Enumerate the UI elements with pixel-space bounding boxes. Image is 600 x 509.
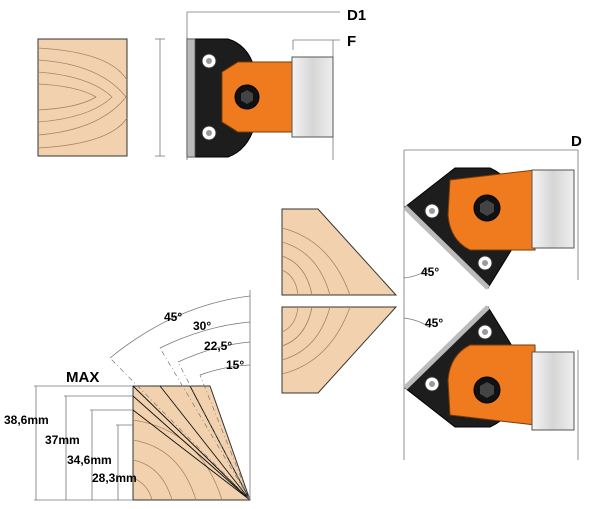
label-angle-30: 30° <box>193 319 211 333</box>
screw-icon <box>424 203 440 219</box>
label-angle-15: 15° <box>226 358 244 372</box>
label-max: MAX <box>66 369 99 386</box>
screw-icon <box>201 125 217 141</box>
center-workpiece-top <box>281 208 398 296</box>
hex-socket-icon <box>473 376 501 404</box>
screw-icon <box>477 324 493 340</box>
right-dimension <box>403 149 579 460</box>
angle-guides <box>109 290 251 501</box>
label-height-34-6: 34,6mm <box>67 453 112 467</box>
hex-socket-icon <box>234 84 260 110</box>
right-cutter-bottom <box>403 305 575 431</box>
label-angle-22-5: 22,5° <box>204 339 232 353</box>
label-height-28-3: 28,3mm <box>92 471 137 485</box>
label-angle-top: 45° <box>421 265 439 279</box>
screw-icon <box>201 53 217 69</box>
label-f: F <box>347 33 356 50</box>
right-angle-arcs <box>403 267 431 329</box>
screw-icon <box>477 255 493 271</box>
top-height-dimension <box>155 38 165 157</box>
hex-socket-icon <box>473 194 501 222</box>
height-dimensions <box>34 385 133 501</box>
right-cutter-top <box>403 167 575 290</box>
label-angle-45: 45° <box>164 310 182 324</box>
screw-icon <box>424 376 440 392</box>
top-workpiece <box>37 38 128 157</box>
center-workpiece-bottom <box>281 306 398 394</box>
top-cutter <box>186 11 340 160</box>
label-d: D <box>571 133 582 150</box>
label-d1: D1 <box>347 7 366 24</box>
label-angle-bottom: 45° <box>425 316 443 330</box>
label-height-37: 37mm <box>45 433 80 447</box>
label-height-38-6: 38,6mm <box>4 413 49 427</box>
angle-workpiece <box>132 385 251 501</box>
